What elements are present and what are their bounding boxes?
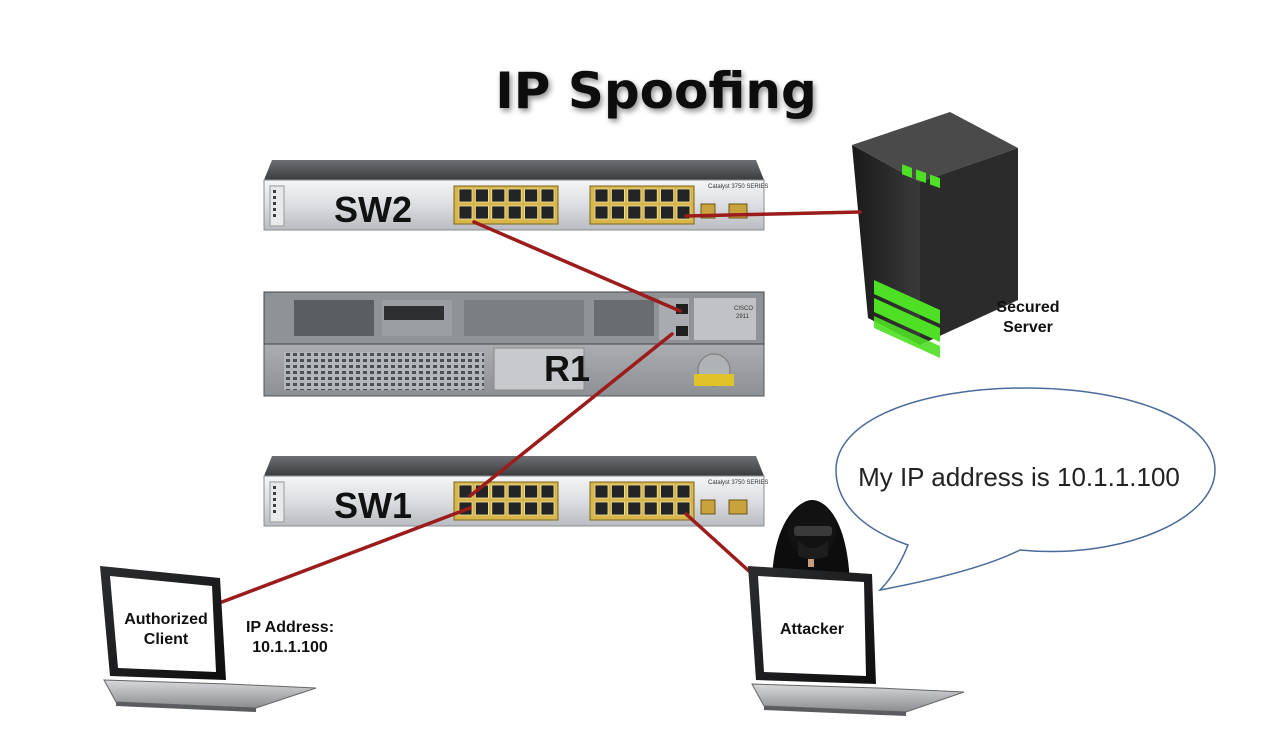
switch-port — [524, 188, 539, 203]
switch-port — [594, 501, 609, 516]
attacker-figure — [772, 500, 850, 586]
speech-bubble: My IP address is 10.1.1.100 — [835, 387, 1216, 592]
switch-port — [524, 501, 539, 516]
switch-port — [627, 501, 642, 516]
client-label-line2: Client — [144, 631, 189, 648]
r1-port-b — [676, 326, 688, 336]
switch-port — [643, 484, 658, 499]
speech-bubble-text: My IP address is 10.1.1.100 — [858, 462, 1180, 492]
switch-port — [643, 205, 658, 220]
switch-port — [643, 501, 658, 516]
sw1-ports — [458, 484, 691, 516]
switch-port — [660, 484, 675, 499]
client-ip-label-line1: IP Address: — [246, 619, 334, 636]
sw2-label: SW2 — [334, 189, 412, 230]
client-label-line1: Authorized — [124, 611, 208, 628]
switch-port — [458, 205, 473, 220]
server-label-line2: Server — [1003, 319, 1053, 336]
sw1-model: Catalyst 3750 SERIES — [708, 480, 768, 486]
switch-port — [643, 188, 658, 203]
sw1-label: SW1 — [334, 485, 412, 526]
r1-model: 2911 — [736, 314, 750, 320]
cable-sw2-server — [684, 210, 862, 218]
client-ip-label-line2: 10.1.1.100 — [252, 639, 328, 656]
sw2-model: Catalyst 3750 SERIES — [708, 184, 768, 190]
switch-port — [458, 188, 473, 203]
switch-port — [594, 188, 609, 203]
cables — [220, 210, 862, 604]
switch-port — [610, 501, 625, 516]
server-led-3 — [930, 174, 940, 189]
switch-sw2: SW2 Catalyst 3750 SERIES — [263, 160, 768, 231]
r1-brand: CISCO — [734, 306, 753, 312]
switch-port — [458, 484, 473, 499]
switch-port — [491, 501, 506, 516]
switch-port — [524, 205, 539, 220]
switch-port — [676, 484, 691, 499]
switch-port — [491, 188, 506, 203]
secured-server: Secured Server — [852, 112, 1060, 358]
switch-port — [474, 501, 489, 516]
switch-port — [540, 484, 555, 499]
server-led-2 — [916, 169, 926, 184]
switch-port — [507, 484, 522, 499]
server-label-line1: Secured — [996, 299, 1059, 316]
cable-r1-sw1 — [468, 332, 674, 498]
router-r1: CISCO 2911 R1 — [263, 291, 765, 397]
switch-port — [610, 484, 625, 499]
r1-label: R1 — [544, 348, 590, 389]
switch-port — [507, 188, 522, 203]
switch-port — [594, 484, 609, 499]
switch-port — [610, 205, 625, 220]
switch-port — [594, 205, 609, 220]
switch-port — [676, 188, 691, 203]
authorized-client-laptop: Authorized Client — [100, 566, 317, 712]
switch-port — [507, 501, 522, 516]
switch-port — [540, 205, 555, 220]
switch-port — [610, 188, 625, 203]
cable-sw1-attacker — [684, 512, 752, 574]
page-title: IP Spoofing — [495, 62, 817, 120]
cable-sw1-client — [220, 506, 472, 604]
switch-port — [507, 205, 522, 220]
switch-port — [660, 205, 675, 220]
server-led-1 — [902, 164, 912, 178]
attacker-label: Attacker — [780, 621, 844, 638]
switch-port — [627, 188, 642, 203]
attacker-laptop: Attacker — [748, 566, 965, 716]
switch-port — [676, 501, 691, 516]
r1-port-a — [676, 304, 688, 314]
switch-port — [540, 501, 555, 516]
switch-port — [660, 188, 675, 203]
switch-port — [524, 484, 539, 499]
switch-port — [540, 188, 555, 203]
switch-port — [660, 501, 675, 516]
cable-sw2-r1 — [472, 220, 682, 313]
switch-port — [491, 205, 506, 220]
switch-port — [491, 484, 506, 499]
switch-sw1: SW1 Catalyst 3750 SERIES — [263, 456, 768, 527]
switch-port — [627, 205, 642, 220]
switch-port — [474, 205, 489, 220]
switch-port — [627, 484, 642, 499]
switch-port — [474, 188, 489, 203]
